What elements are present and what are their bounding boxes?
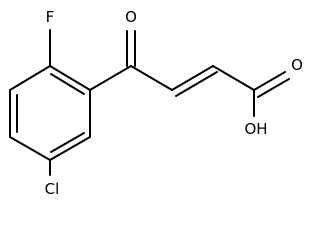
chemical-structure: F Cl O O OH	[9, 8, 303, 198]
aryl-ketone-bond	[89, 65, 132, 91]
benzene-ring	[9, 65, 91, 161]
chlorine-label: Cl	[45, 180, 60, 198]
acid-carbonyl-oxygen-label: O	[291, 56, 303, 74]
chain-bond	[130, 65, 173, 91]
ring-double-bond-inner	[50, 132, 85, 153]
acid-double-bond	[253, 71, 286, 91]
fluorine-label: F	[46, 8, 55, 26]
ring-bond	[9, 136, 51, 161]
ring-bond	[49, 65, 91, 91]
ketone-oxygen-label: O	[125, 8, 137, 26]
structure-canvas: F Cl O O OH	[9, 8, 303, 198]
ring-double-bond-inner	[50, 73, 85, 95]
chain-bond	[212, 65, 255, 91]
alkene-double-bond	[175, 71, 218, 97]
ring-bond	[49, 136, 91, 161]
acid-double-bond	[257, 78, 290, 98]
ring-bond	[9, 65, 51, 91]
alkene-double-bond	[171, 65, 214, 91]
hydroxyl-label: OH	[244, 120, 267, 138]
